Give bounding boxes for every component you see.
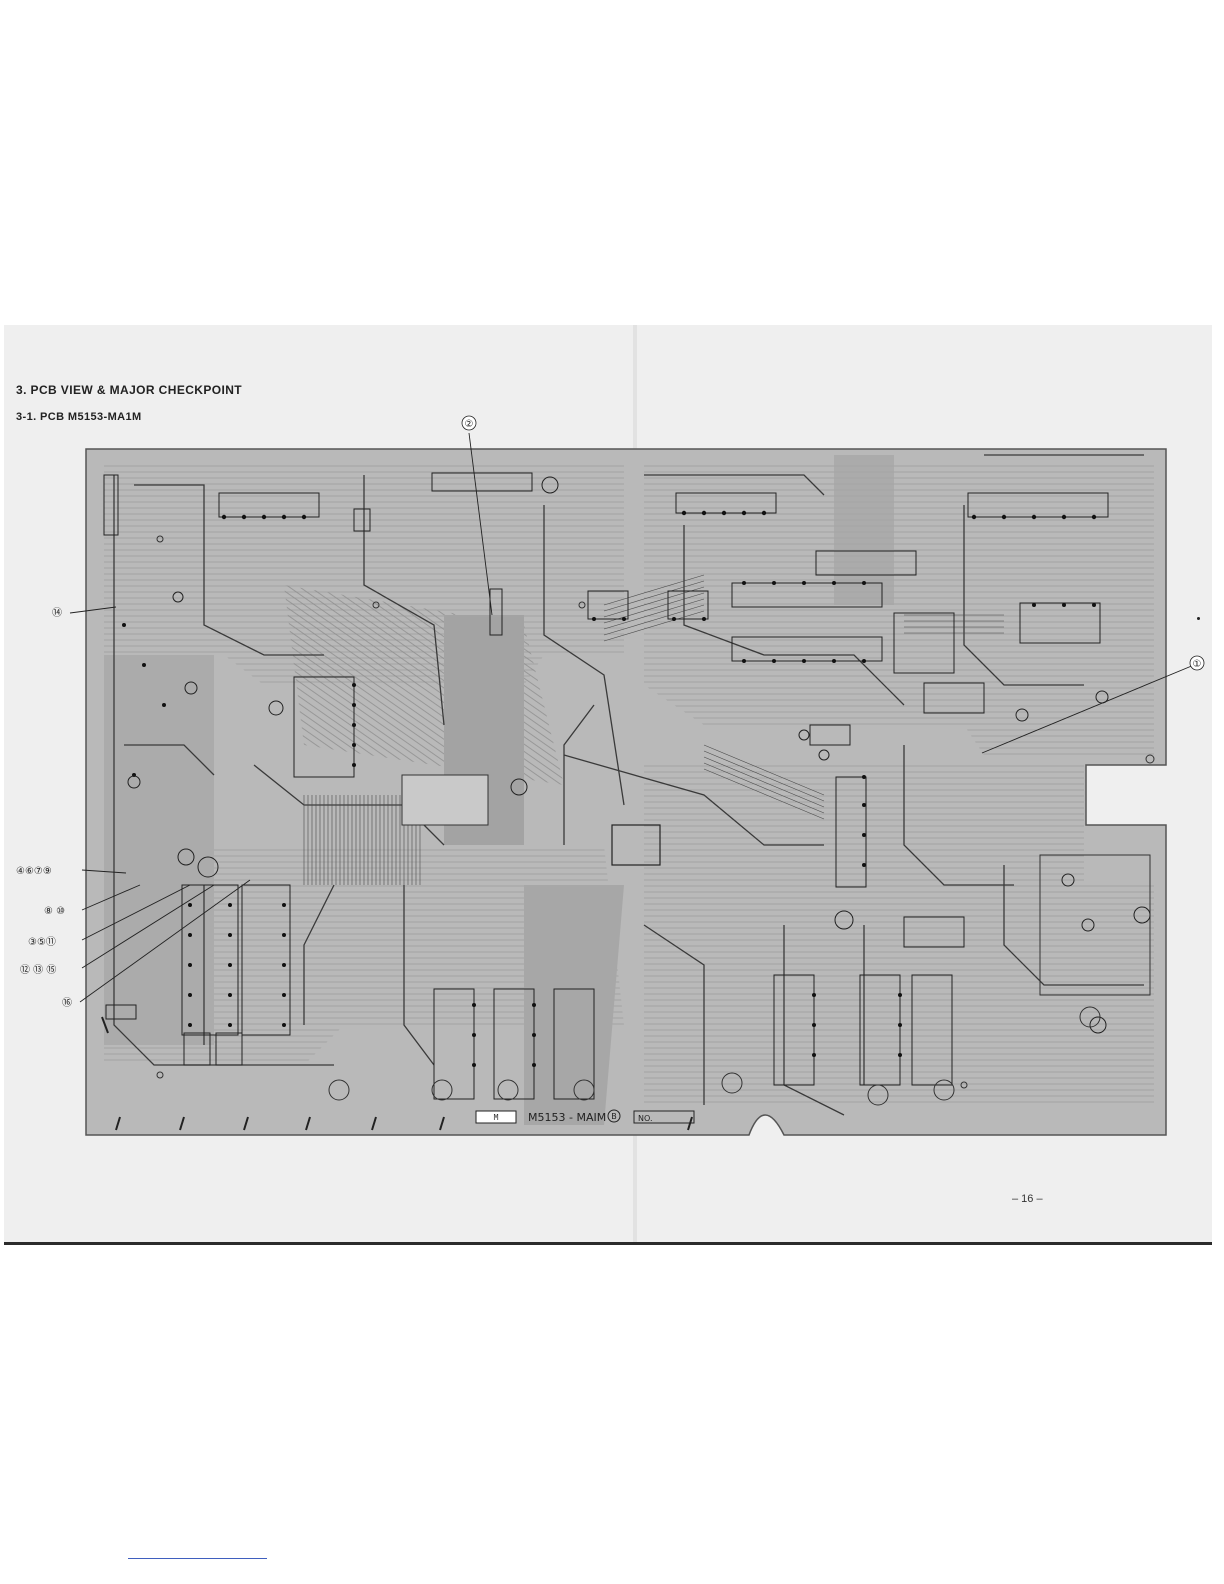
board-revision: B (611, 1112, 617, 1121)
margin-dot (1197, 617, 1200, 620)
pcb-diagram: M M5153 - MAIM B NO. ② ① ⑭ ④⑥⑦⑨ ⑧ ⑩ (4, 325, 1212, 1242)
callout-16: ⑯ (62, 997, 72, 1009)
callout-4-6-7-9: ④⑥⑦⑨ (16, 866, 52, 877)
board-id-text: M5153 - MAIM (528, 1111, 606, 1124)
callout-1: ① (1193, 659, 1202, 670)
footer-link-underline[interactable] (128, 1558, 267, 1559)
scanned-page-spread: 3. PCB VIEW & MAJOR CHECKPOINT 3-1. PCB … (4, 325, 1212, 1245)
board-number-label: NO. (638, 1114, 653, 1123)
callout-8-10: ⑧ ⑩ (44, 906, 65, 917)
page-number: – 16 – (1012, 1193, 1043, 1205)
callout-2: ② (465, 419, 474, 430)
callout-12-13-15: ⑫ ⑬ ⑮ (20, 964, 56, 976)
callout-3-5-11: ③⑤⑪ (28, 936, 56, 948)
board-silkscreen-tag: M (494, 1113, 499, 1122)
callout-14: ⑭ (52, 607, 62, 619)
